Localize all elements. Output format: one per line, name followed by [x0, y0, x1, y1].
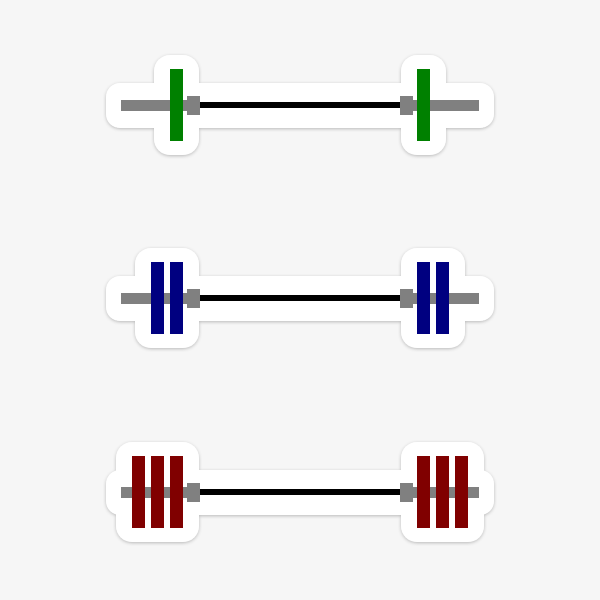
left-plate: [151, 456, 164, 528]
right-plate: [417, 262, 430, 334]
right-plate: [417, 69, 430, 141]
left-plate: [170, 456, 183, 528]
barbell-two-plates: [106, 248, 494, 348]
left-sleeve: [121, 100, 196, 111]
bar: [198, 102, 402, 108]
right-plate: [436, 262, 449, 334]
right-collar: [400, 483, 413, 502]
barbell-one-plate: [106, 55, 494, 155]
left-collar: [187, 96, 200, 115]
right-collar: [400, 289, 413, 308]
right-plate: [455, 456, 468, 528]
right-collar: [400, 96, 413, 115]
right-plate: [417, 456, 430, 528]
right-sleeve: [404, 100, 479, 111]
left-plate: [170, 69, 183, 141]
left-collar: [187, 483, 200, 502]
right-plate: [436, 456, 449, 528]
left-plate: [132, 456, 145, 528]
left-plate: [151, 262, 164, 334]
left-plate: [170, 262, 183, 334]
bar: [198, 295, 402, 301]
barbell-three-plates: [106, 442, 494, 542]
bar: [198, 489, 402, 495]
left-collar: [187, 289, 200, 308]
